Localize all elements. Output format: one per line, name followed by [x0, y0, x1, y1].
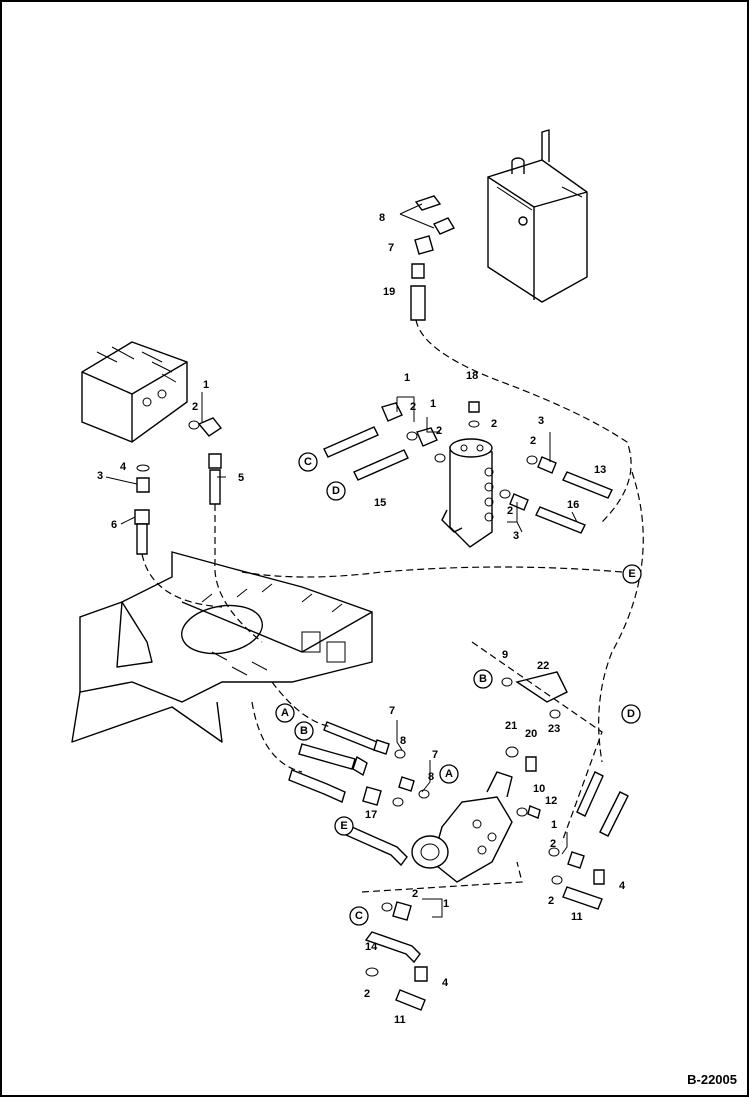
callout-c8: 8: [379, 212, 385, 224]
connector-kC2: C: [349, 906, 369, 926]
connector-kB2: B: [473, 669, 493, 689]
svg-text:C: C: [355, 910, 363, 922]
callout-c13: 13: [594, 464, 606, 476]
callout-c2h: 2: [548, 895, 554, 907]
connector-kA2: A: [439, 764, 459, 784]
callout-c20: 20: [525, 728, 537, 740]
callout-c15: 15: [374, 497, 386, 509]
callout-c7: 7: [388, 242, 394, 254]
callout-c12: 12: [545, 795, 557, 807]
swivel-right-fittings: [499, 455, 613, 534]
leader-lines: [105, 392, 578, 918]
document-reference: B-22005: [687, 1072, 737, 1087]
callout-c4b: 4: [619, 880, 626, 892]
callout-c16: 16: [567, 499, 579, 511]
svg-text:B: B: [479, 673, 487, 685]
callout-c2j: 2: [364, 988, 370, 1000]
callout-c17: 17: [365, 809, 377, 821]
callout-c2f: 2: [507, 505, 513, 517]
callout-c4c: 4: [442, 977, 449, 989]
callout-c7c: 7: [432, 749, 438, 761]
callout-c1a: 1: [203, 379, 209, 391]
callout-c14: 14: [365, 941, 378, 953]
callout-c1b: 1: [404, 372, 410, 384]
svg-text:A: A: [445, 768, 453, 780]
swivel-joint: [441, 401, 494, 548]
svg-text:E: E: [628, 568, 635, 580]
svg-text:C: C: [304, 456, 312, 468]
callout-c11a: 11: [571, 911, 583, 923]
callout-c23: 23: [548, 723, 560, 735]
svg-text:D: D: [627, 708, 635, 720]
callout-c11b: 11: [394, 1014, 406, 1026]
callout-c5: 5: [238, 472, 244, 484]
callout-c2c: 2: [436, 425, 442, 437]
connector-kB1: B: [294, 721, 314, 741]
bottom-fittings: [364, 901, 428, 1011]
connector-kE2: E: [334, 816, 354, 836]
callout-c6: 6: [111, 519, 117, 531]
callout-c1e: 1: [443, 898, 449, 910]
pump-left-hoses: [288, 721, 430, 867]
connector-kC1: C: [298, 452, 318, 472]
callout-c2a: 2: [192, 401, 198, 413]
callout-c8b: 8: [400, 735, 406, 747]
connector-kD2: D: [621, 704, 641, 724]
callout-c3c: 3: [513, 530, 519, 542]
pump-assembly: [411, 771, 513, 883]
svg-text:D: D: [332, 485, 340, 497]
callout-c19: 19: [383, 286, 395, 298]
callout-c3b: 3: [538, 415, 544, 427]
connector-kE1: E: [622, 564, 642, 584]
lower-frame: [71, 551, 373, 743]
right-lower-fittings: [548, 771, 629, 910]
connector-kA1: A: [275, 703, 295, 723]
callout-c3a: 3: [97, 470, 103, 482]
callout-c2e: 2: [530, 435, 536, 447]
callout-c2d: 2: [491, 418, 497, 430]
callout-c21: 21: [505, 720, 517, 732]
callout-c2g: 2: [550, 838, 556, 850]
callout-c22: 22: [537, 660, 549, 672]
swivel-left-fittings: [323, 402, 446, 481]
callout-c2i: 2: [412, 888, 418, 900]
hydraulic-tank: [487, 129, 588, 303]
tank-fittings: [399, 195, 456, 321]
svg-text:A: A: [281, 707, 289, 719]
callout-c9: 9: [502, 649, 508, 661]
callout-c18: 18: [466, 370, 478, 382]
svg-text:B: B: [300, 725, 308, 737]
valve-fittings: [134, 417, 223, 555]
connector-kD1: D: [326, 481, 346, 501]
callout-c2b: 2: [410, 401, 416, 413]
callout-c1c: 1: [430, 398, 436, 410]
callout-c8c: 8: [428, 771, 434, 783]
callout-c7b: 7: [389, 705, 395, 717]
callout-c10: 10: [533, 783, 545, 795]
callout-c4a: 4: [120, 461, 127, 473]
control-valve-block: [81, 341, 188, 443]
callout-c1d: 1: [551, 819, 557, 831]
hose-routes: [141, 319, 644, 893]
bracket-assembly: [501, 671, 568, 819]
svg-text:E: E: [340, 820, 347, 832]
